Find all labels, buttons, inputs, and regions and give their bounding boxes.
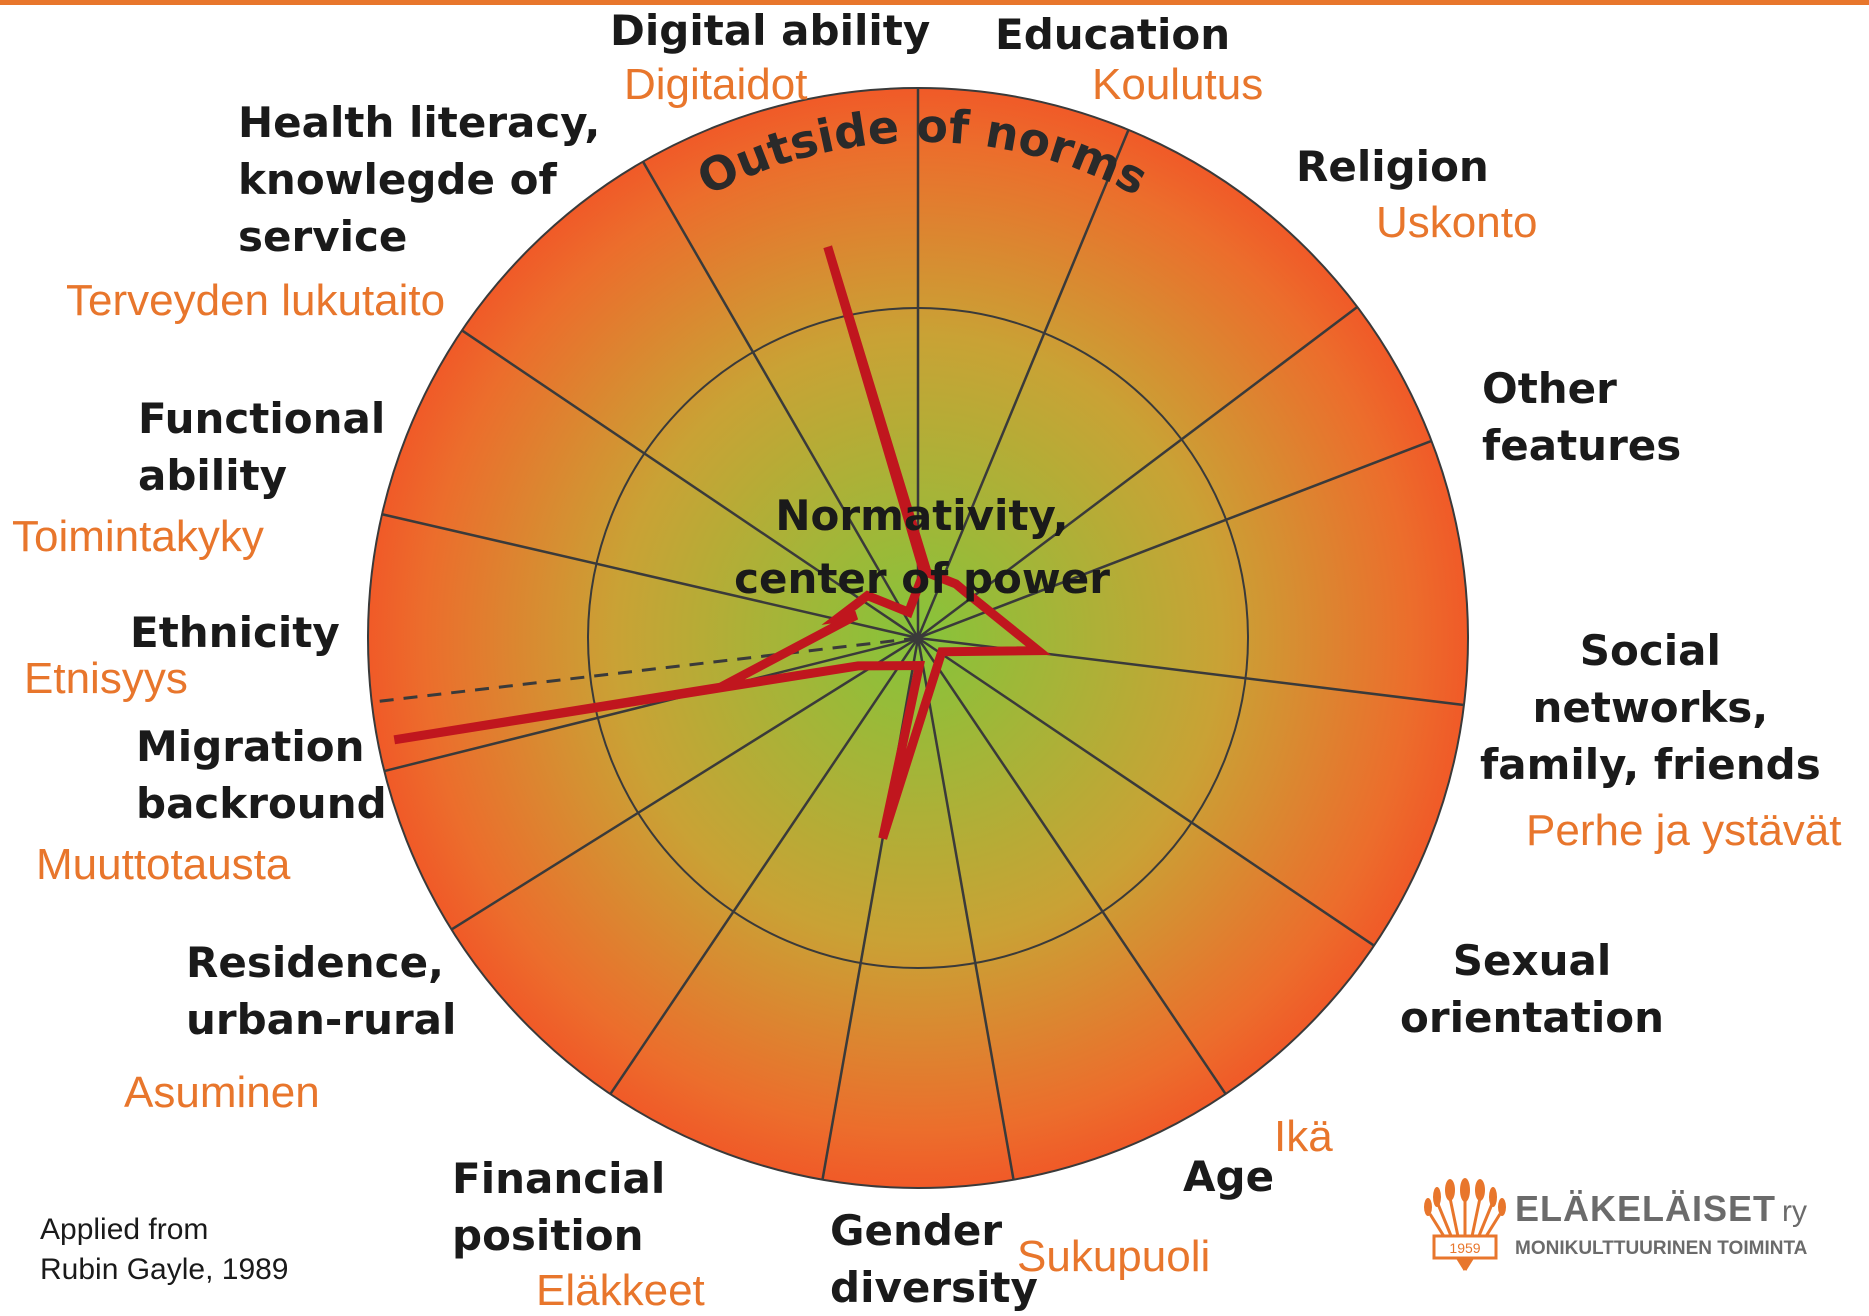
label-sexual-orientation: Sexual orientation <box>1400 936 1664 1042</box>
spoke-line <box>461 329 919 640</box>
spoke-line <box>450 636 919 931</box>
spoke-line <box>917 306 1359 639</box>
label-health-literacy-fi: Terveyden lukutaito <box>66 276 446 325</box>
label-ethnicity-fi: Etnisyys <box>24 654 188 703</box>
label-functional-ability-fi: Toimintakyky <box>12 512 264 561</box>
spoke-line <box>641 161 920 639</box>
label-ethnicity: Ethnicity <box>130 608 340 657</box>
label-migration-background-fi: Muuttotausta <box>36 840 291 889</box>
label-religion: Religion <box>1296 142 1489 191</box>
spoke-line <box>917 636 1375 947</box>
label-education-fi: Koulutus <box>1092 60 1264 109</box>
label-social-networks: Social networks, family, friends <box>1480 626 1821 789</box>
label-gender-diversity-fi: Sukupuoli <box>1017 1232 1211 1281</box>
label-financial-position: Financial position <box>452 1154 666 1260</box>
label-residence: Residence, urban-rural <box>186 938 457 1044</box>
center-title-line2: center of power <box>734 554 1110 603</box>
label-religion-fi: Uskonto <box>1376 198 1538 247</box>
label-health-literacy: Health literacy, knowlegde of service <box>238 98 601 261</box>
wheat-sheaf-icon: 1959 <box>1424 1178 1506 1271</box>
label-digital-ability-fi: Digitaidot <box>624 60 808 109</box>
spoke-line <box>384 636 919 773</box>
label-education: Education <box>995 10 1231 59</box>
ethnicity-dashed-divider <box>372 636 919 704</box>
center-title-line1: Normativity, <box>775 491 1068 540</box>
spoke-line <box>609 637 920 1095</box>
label-digital-ability: Digital ability <box>610 6 931 55</box>
label-functional-ability: Functional ability <box>138 394 386 500</box>
logo-year: 1959 <box>1449 1240 1480 1256</box>
label-age-fi: Ikä <box>1274 1112 1333 1161</box>
label-age: Age <box>1183 1152 1275 1201</box>
logo-subtitle: MONIKULTTUURINEN TOIMINTA <box>1515 1238 1808 1259</box>
spoke-line <box>917 439 1432 640</box>
label-social-networks-fi: Perhe ja ystävät <box>1526 806 1842 855</box>
label-gender-diversity: Gender diversity <box>830 1206 1038 1312</box>
spoke-line <box>916 637 1227 1095</box>
top-accent-bar <box>0 0 1869 5</box>
logo-suffix: ry <box>1782 1195 1808 1228</box>
spoke-line <box>916 129 1130 639</box>
source-credit: Applied from Rubin Gayle, 1989 <box>40 1213 289 1286</box>
spoke-line <box>381 513 919 640</box>
profile-polygon <box>393 245 1051 840</box>
logo-name-text: ELÄKELÄISET <box>1515 1188 1777 1229</box>
label-other-features: Other features <box>1482 364 1682 470</box>
label-financial-position-fi: Eläkkeet <box>536 1266 705 1315</box>
spoke-line <box>916 637 1015 1180</box>
label-residence-fi: Asuminen <box>124 1068 320 1117</box>
label-migration-background: Migration backround <box>136 722 387 828</box>
